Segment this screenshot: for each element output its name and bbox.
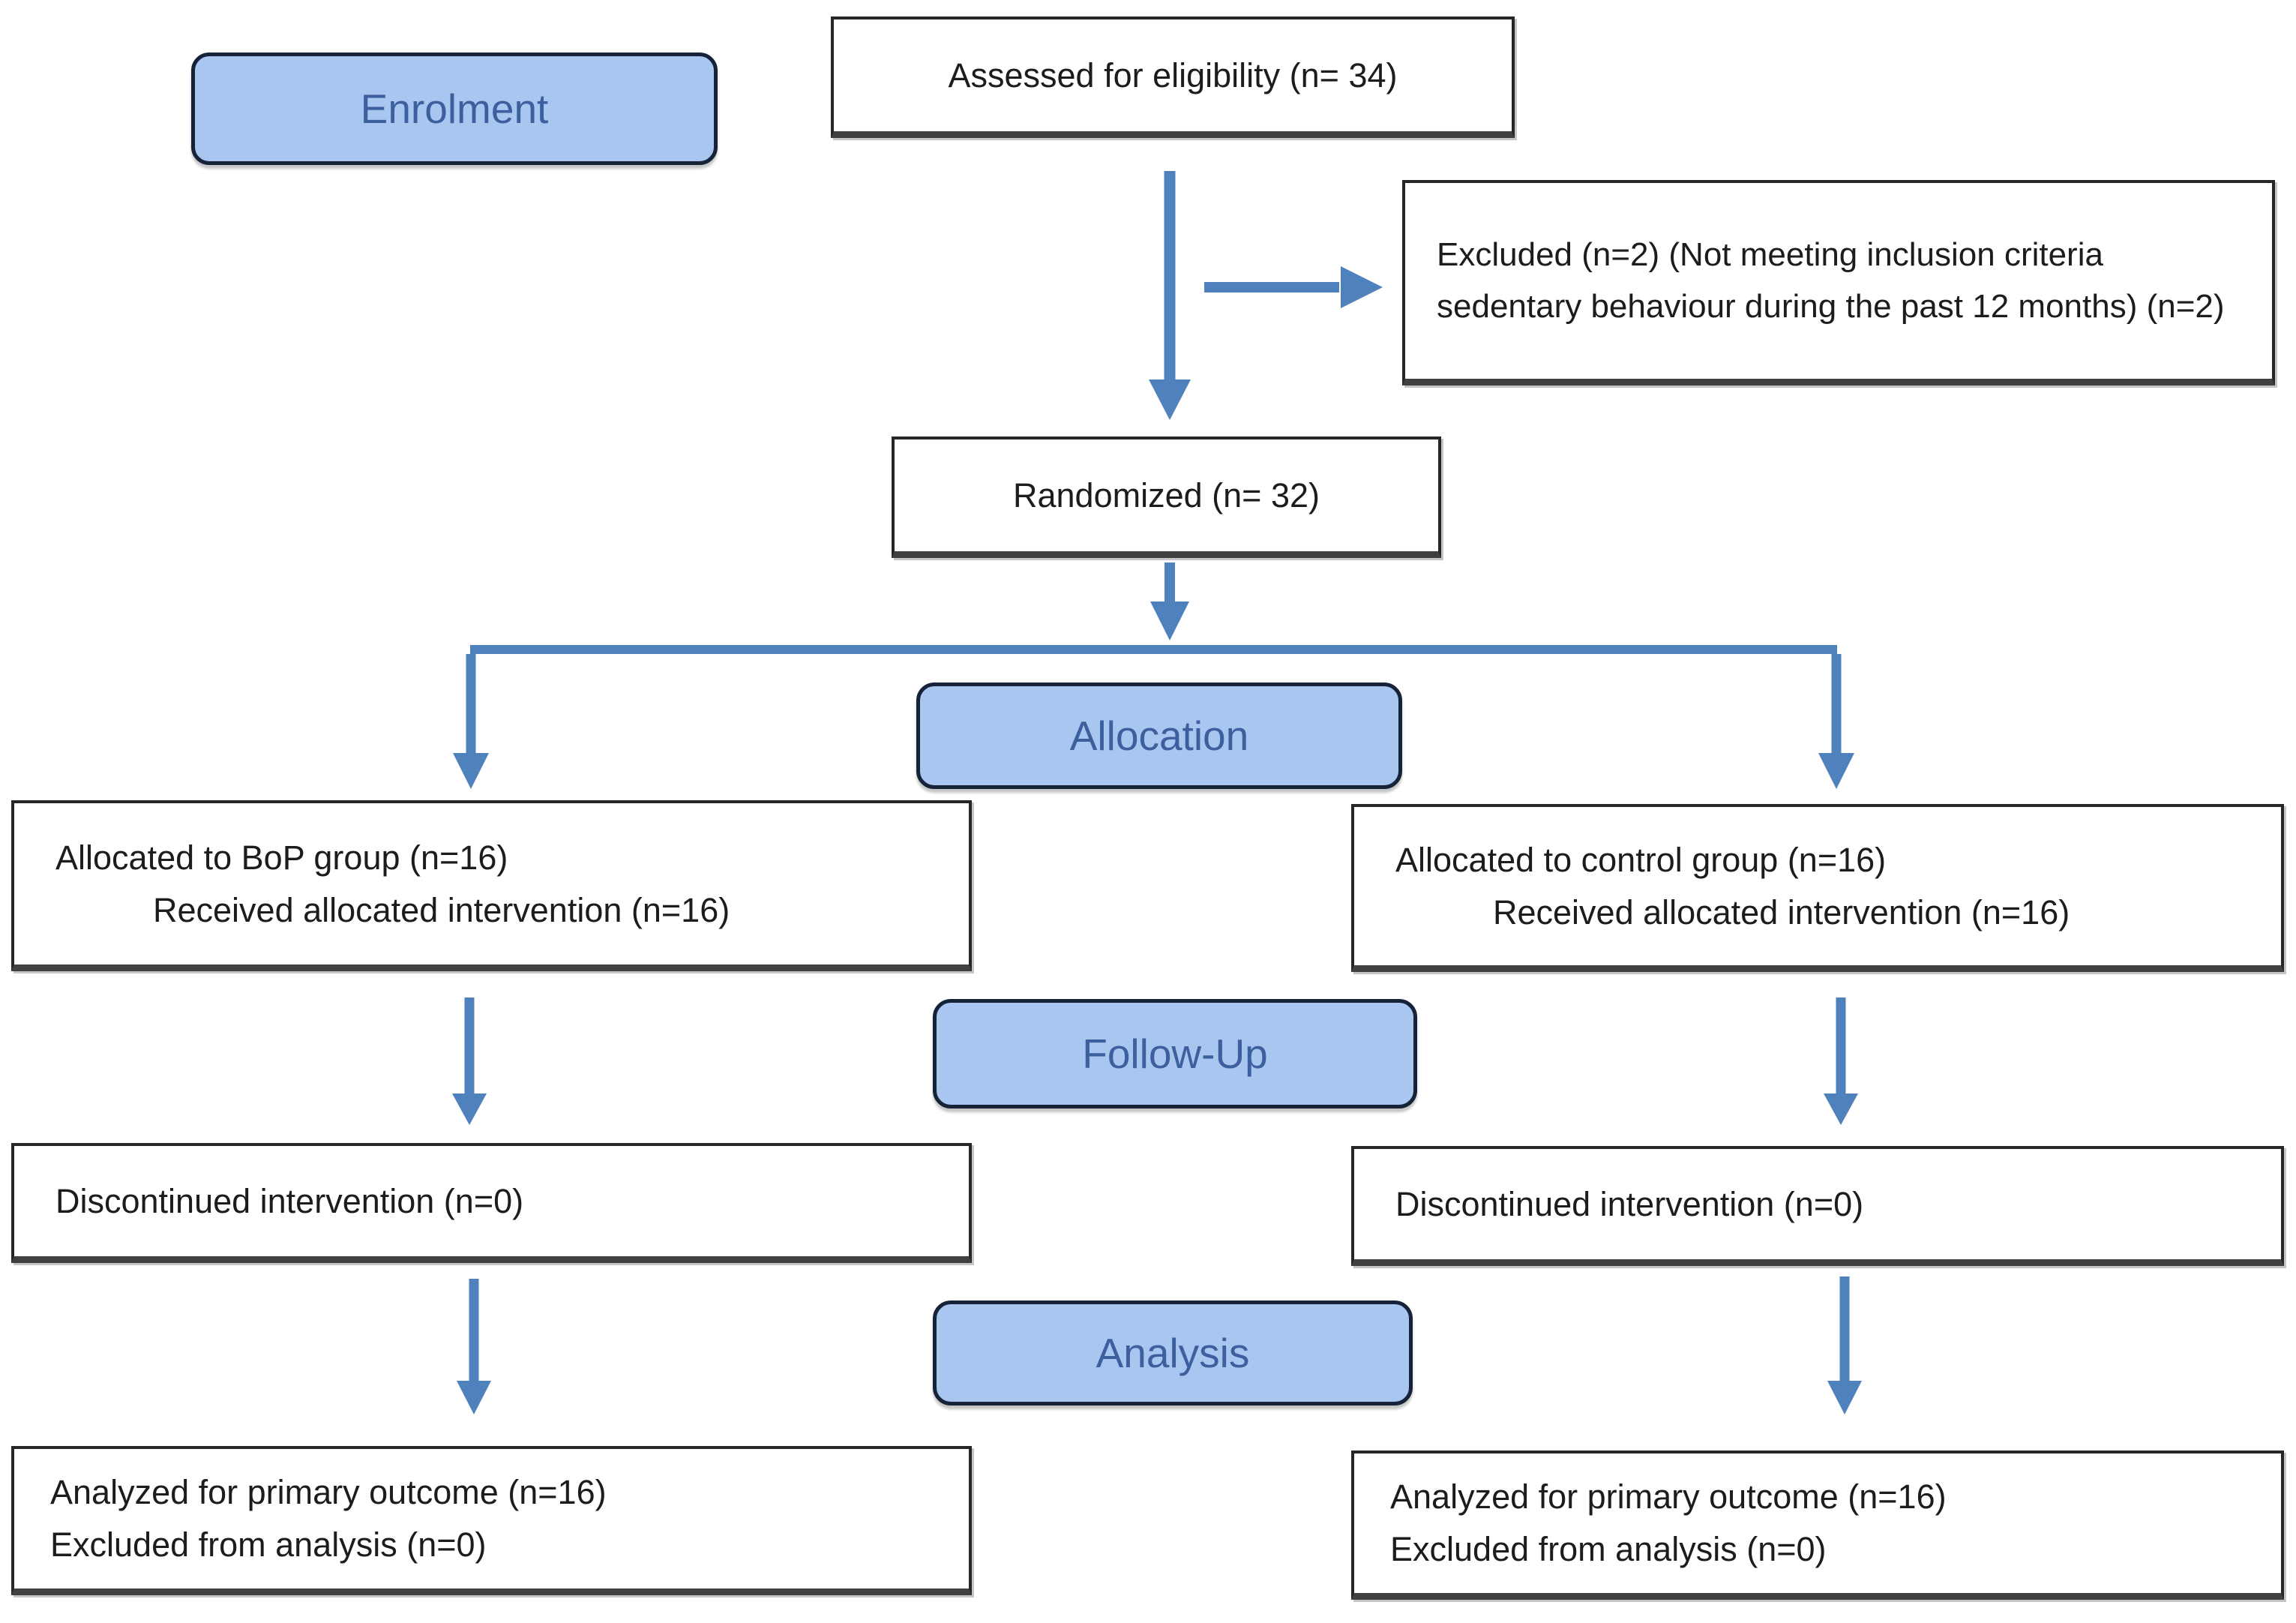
analyzed-left-box: Analyzed for primary outcome (n=16) Excl… (11, 1446, 972, 1595)
discontinued-right-box: Discontinued intervention (n=0) (1351, 1146, 2284, 1266)
analyzed-left-line1: Analyzed for primary outcome (n=16) (50, 1473, 607, 1512)
randomized-text: Randomized (n= 32) (1013, 476, 1320, 514)
stage-label-follow-up: Follow-Up (933, 999, 1417, 1108)
arrow-head (1827, 1381, 1862, 1414)
stage-label-analysis: Analysis (933, 1300, 1413, 1406)
allocated-control-box: Allocated to control group (n=16) Receiv… (1351, 804, 2284, 972)
excluded-text: Excluded (n=2) (Not meeting inclusion cr… (1437, 236, 2225, 325)
arrow-head (453, 753, 489, 789)
discontinued-right-text: Discontinued intervention (n=0) (1395, 1184, 1864, 1223)
stage-label-enrolment: Enrolment (191, 52, 718, 165)
allocated-bop-line2: Received allocated intervention (n=16) (153, 890, 730, 929)
arrow-head (1824, 1094, 1858, 1125)
arrow-to-excluded (1204, 266, 1383, 308)
arrow-followup-right (1824, 998, 1858, 1125)
allocated-bop-line1: Allocated to BoP group (n=16) (55, 838, 508, 877)
arrow-head (1341, 266, 1383, 308)
analyzed-left-line2: Excluded from analysis (n=0) (50, 1526, 487, 1564)
arrow-head (1150, 602, 1189, 640)
randomized-box: Randomized (n= 32) (892, 436, 1441, 558)
arrow-head (1149, 380, 1191, 420)
allocated-control-line2: Received allocated intervention (n=16) (1493, 892, 2070, 932)
arrow-head (1818, 753, 1854, 789)
assessed-box: Assessed for eligibility (n= 34) (831, 16, 1515, 138)
assessed-text: Assessed for eligibility (n= 34) (948, 56, 1398, 94)
analyzed-right-line1: Analyzed for primary outcome (n=16) (1390, 1478, 1947, 1516)
arrow-followup-left (452, 998, 487, 1125)
discontinued-left-text: Discontinued intervention (n=0) (55, 1181, 524, 1220)
discontinued-left-box: Discontinued intervention (n=0) (11, 1143, 972, 1263)
stage-label-allocation: Allocation (916, 682, 1402, 789)
analyzed-right-line2: Excluded from analysis (n=0) (1390, 1530, 1827, 1568)
arrow-analysis-right (1827, 1276, 1862, 1414)
excluded-box: Excluded (n=2) (Not meeting inclusion cr… (1402, 180, 2275, 386)
arrow-head (457, 1381, 491, 1414)
arrow-analysis-left (457, 1279, 491, 1414)
analyzed-right-box: Analyzed for primary outcome (n=16) Excl… (1351, 1450, 2284, 1600)
arrow-randomized-to-branch (1150, 562, 1189, 640)
allocated-control-line1: Allocated to control group (n=16) (1395, 840, 1887, 879)
arrow-branch-right (1818, 654, 1854, 789)
arrow-head (452, 1094, 487, 1125)
arrow-branch-left (453, 654, 489, 789)
allocated-bop-box: Allocated to BoP group (n=16) Received a… (11, 800, 972, 971)
arrow-assessed-to-randomized (1149, 171, 1191, 420)
